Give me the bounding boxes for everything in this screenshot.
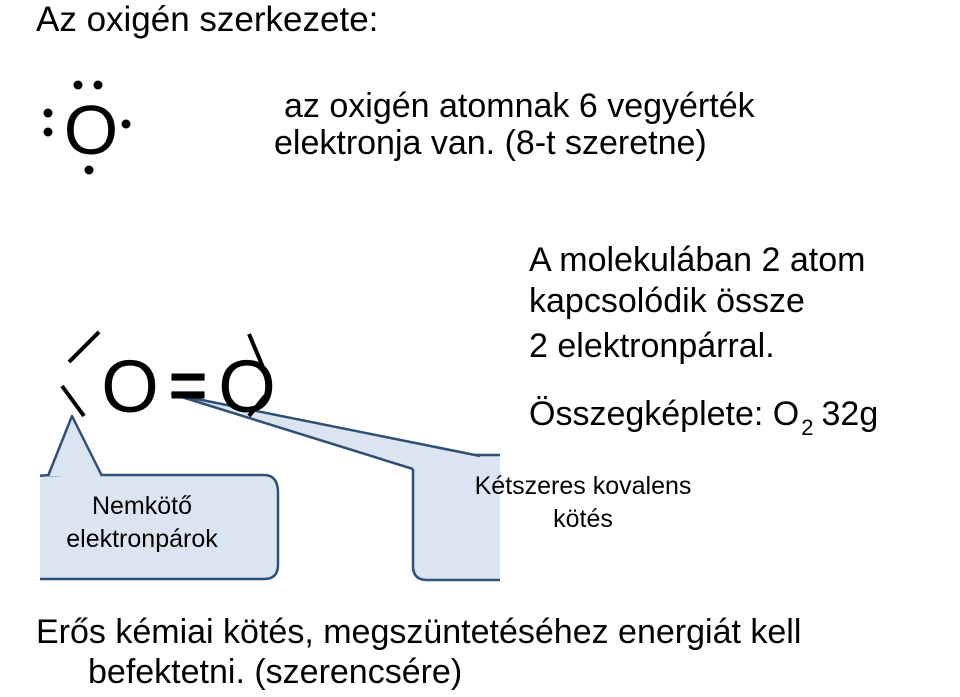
conclusion-line: befektetni. (szerencsére) xyxy=(88,653,463,691)
valence-electron-dot xyxy=(121,119,131,129)
molecule-description: A molekulában 2 atom kapcsolódik össze 2… xyxy=(529,240,865,367)
double-bond-symbol: = xyxy=(169,348,208,422)
oxygen-symbol-right: O xyxy=(218,345,276,428)
valence-electron-dot xyxy=(43,108,53,118)
molar-mass: 32g xyxy=(821,395,879,433)
valence-electron-dot xyxy=(84,165,94,175)
intro-line: elektronja van. (8-t szeretne) xyxy=(274,124,707,162)
oxygen-atom-lewis-structure: O xyxy=(43,80,131,175)
callout-line: kötés xyxy=(553,505,613,533)
intro-line: az oxigén atomnak 6 vegyérték xyxy=(284,87,755,125)
valence-electron-explanation: az oxigén atomnak 6 vegyérték elektronja… xyxy=(274,87,755,162)
valence-electron-dot xyxy=(93,80,103,90)
molecule-line: A molekulában 2 atom xyxy=(529,241,866,279)
valence-electron-dot xyxy=(43,127,53,137)
double-bond-label: Kétszeres kovalens kötés xyxy=(413,470,753,536)
nonbonding-callout-shape-pointer-edge xyxy=(46,414,104,477)
molecule-line: 2 elektronpárral. xyxy=(529,327,775,365)
nonbonding-pairs-label: Nemkötő elektronpárok xyxy=(8,490,276,556)
callout-line: Nemkötő xyxy=(91,492,193,520)
oxygen-symbol-left: O xyxy=(101,345,159,428)
callout-line: Kétszeres kovalens xyxy=(474,472,692,500)
lone-pair-line xyxy=(247,333,267,373)
page-title: Az oxigén szerkezete: xyxy=(36,0,379,39)
formula-prefix: Összegképlete: O xyxy=(529,395,800,433)
conclusion-line: Erős kémiai kötés, megszüntetéséhez ener… xyxy=(36,613,802,651)
oxygen-molecule-lewis-structure: O = O xyxy=(40,330,500,582)
lone-pair-line xyxy=(247,394,267,418)
conclusion-text: Erős kémiai kötés, megszüntetéséhez ener… xyxy=(36,612,801,692)
formula-subscript: 2 xyxy=(801,415,814,440)
molecule-line: kapcsolódik össze xyxy=(529,282,805,320)
oxygen-atom-symbol: O xyxy=(64,91,118,169)
molecular-formula: Összegképlete: O2 32g xyxy=(529,394,878,448)
lone-pair-line xyxy=(67,330,101,364)
lone-pair-line xyxy=(60,384,86,418)
callout-line: elektronpárok xyxy=(66,525,218,553)
double-bond-callout-pointer xyxy=(172,394,480,469)
double-bond-callout-mask xyxy=(415,457,478,465)
nonbonding-callout-shape xyxy=(40,472,280,581)
valence-electron-dot xyxy=(73,80,83,90)
double-bond-callout-pointer-edge xyxy=(170,392,481,471)
nonbonding-callout-shape-pointer xyxy=(48,416,102,476)
